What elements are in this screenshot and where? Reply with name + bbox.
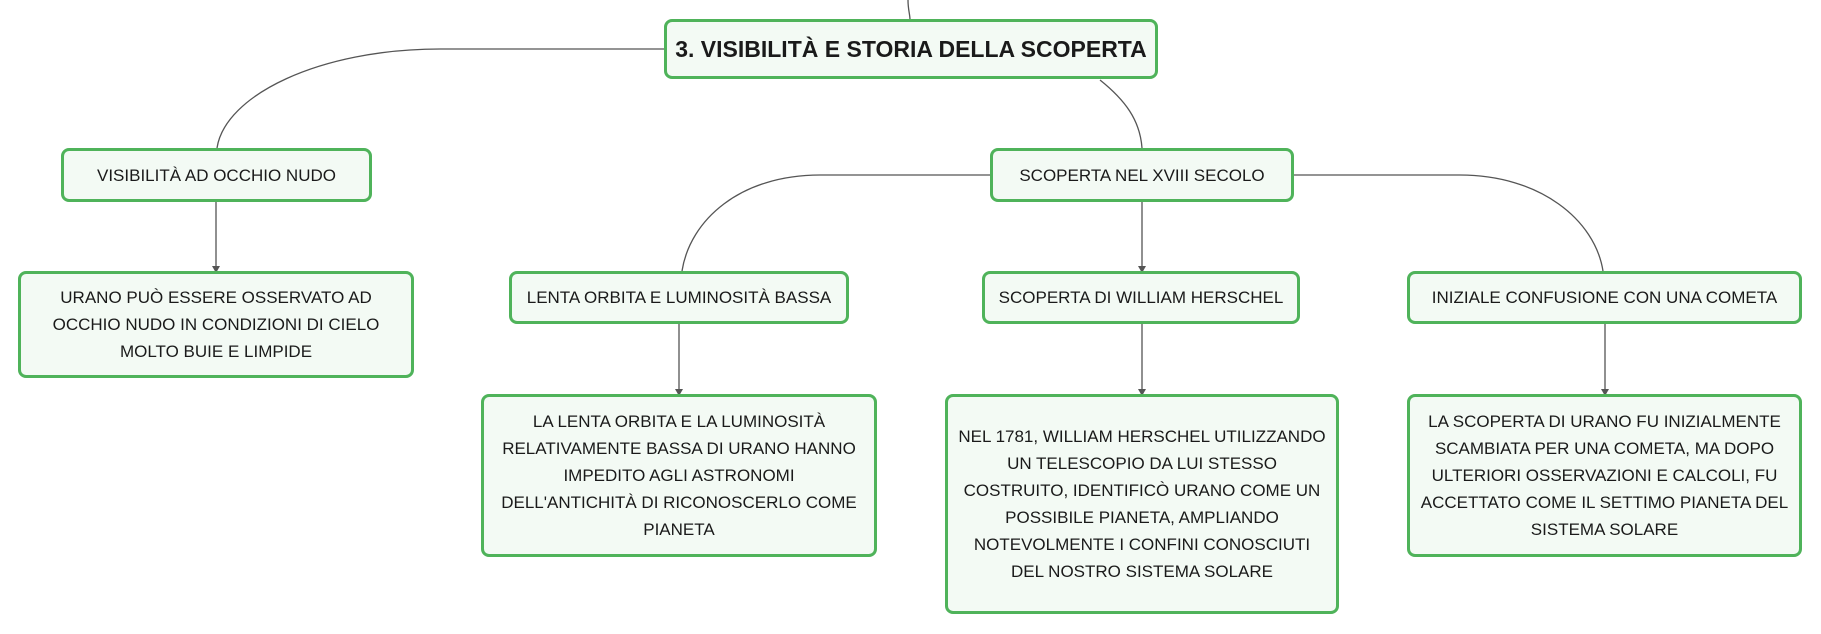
- comet-detail-text: LA SCOPERTA DI URANO FU INIZIALMENTE SCA…: [1420, 412, 1789, 539]
- arrowhead-herschel: [1138, 266, 1146, 273]
- connector-root-to-visibility: [216, 48, 665, 149]
- subtopic-orbit-label: LENTA ORBITA E LUMINOSITÀ BASSA: [526, 288, 832, 307]
- subtopic-herschel-label: SCOPERTA DI WILLIAM HERSCHEL: [998, 288, 1284, 307]
- subtopic-herschel-node[interactable]: SCOPERTA DI WILLIAM HERSCHEL: [982, 271, 1300, 324]
- branch-discovery-label: SCOPERTA NEL XVIII SECOLO: [1019, 165, 1265, 185]
- arrowhead-visibility-detail: [212, 266, 220, 273]
- connector-root-to-discovery: [1099, 79, 1143, 149]
- subtopic-comet-label: INIZIALE CONFUSIONE CON UNA COMETA: [1431, 288, 1778, 307]
- root-topic-node[interactable]: 3. VISIBILITÀ E STORIA DELLA SCOPERTA: [664, 19, 1158, 79]
- herschel-detail-text: NEL 1781, WILLIAM HERSCHEL UTILIZZANDO U…: [958, 427, 1326, 581]
- connector-parent-to-root: [907, 0, 911, 21]
- herschel-detail-node[interactable]: NEL 1781, WILLIAM HERSCHEL UTILIZZANDO U…: [945, 394, 1339, 614]
- connector-discovery-to-comet: [1292, 174, 1604, 272]
- branch-visibility-label: VISIBILITÀ AD OCCHIO NUDO: [97, 165, 336, 185]
- orbit-detail-node[interactable]: LA LENTA ORBITA E LA LUMINOSITÀ RELATIVA…: [481, 394, 877, 557]
- visibility-detail-text: URANO PUÒ ESSERE OSSERVATO AD OCCHIO NUD…: [52, 288, 380, 361]
- subtopic-orbit-node[interactable]: LENTA ORBITA E LUMINOSITÀ BASSA: [509, 271, 849, 324]
- branch-discovery-node[interactable]: SCOPERTA NEL XVIII SECOLO: [990, 148, 1294, 202]
- root-topic-label: 3. VISIBILITÀ E STORIA DELLA SCOPERTA: [675, 35, 1147, 62]
- orbit-detail-text: LA LENTA ORBITA E LA LUMINOSITÀ RELATIVA…: [501, 412, 857, 539]
- comet-detail-node[interactable]: LA SCOPERTA DI URANO FU INIZIALMENTE SCA…: [1407, 394, 1802, 557]
- branch-visibility-node[interactable]: VISIBILITÀ AD OCCHIO NUDO: [61, 148, 372, 202]
- subtopic-comet-node[interactable]: INIZIALE CONFUSIONE CON UNA COMETA: [1407, 271, 1802, 324]
- arrowhead-herschel-detail: [1138, 389, 1146, 396]
- arrowhead-orbit-detail: [675, 389, 683, 396]
- arrowhead-comet-detail: [1601, 389, 1609, 396]
- visibility-detail-node[interactable]: URANO PUÒ ESSERE OSSERVATO AD OCCHIO NUD…: [18, 271, 414, 378]
- connector-discovery-to-orbit: [681, 174, 991, 272]
